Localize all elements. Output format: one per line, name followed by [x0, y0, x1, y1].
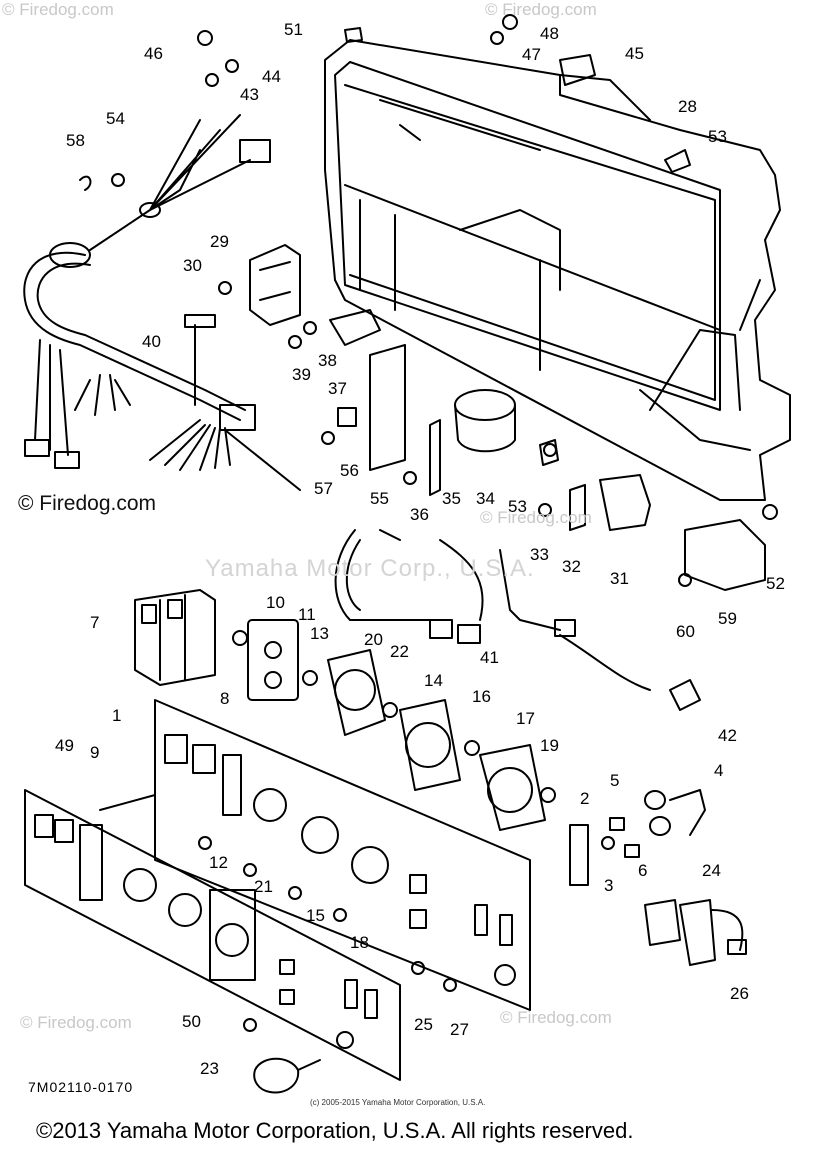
firedog-watermark-mid: © Firedog.com — [480, 508, 592, 527]
part-label: 14 — [424, 671, 443, 690]
component-29 — [249, 244, 301, 326]
part-label: 18 — [350, 933, 369, 952]
part-label: 57 — [314, 479, 333, 498]
firedog-watermark-top-right: © Firedog.com — [485, 0, 597, 19]
part-label: 38 — [318, 351, 337, 370]
part-label: 21 — [254, 877, 273, 896]
part-label: 33 — [530, 545, 549, 564]
part-label: 15 — [306, 906, 325, 925]
part-label: 32 — [562, 557, 581, 576]
diagram-code: 7M02110-0170 — [28, 1079, 134, 1095]
part-label: 56 — [340, 461, 359, 480]
part-label: 40 — [142, 332, 161, 351]
part-label: 54 — [106, 109, 125, 128]
part-label: 45 — [625, 44, 644, 63]
part-label: 11 — [298, 605, 316, 624]
part-label: 41 — [480, 648, 499, 667]
small-copyright: (c) 2005-2015 Yamaha Motor Corporation, … — [310, 1098, 486, 1107]
panel-49 — [24, 789, 401, 1081]
part-label: 13 — [310, 624, 329, 643]
part-label: 12 — [209, 853, 228, 872]
part-label: 19 — [540, 736, 559, 755]
part-label: 6 — [638, 861, 648, 880]
part-label: 23 — [200, 1059, 219, 1078]
firedog-watermark-bottom-right: © Firedog.com — [500, 1008, 612, 1027]
part-label: 26 — [730, 984, 749, 1003]
part-label: 25 — [414, 1015, 433, 1034]
part-label: 47 — [522, 45, 541, 64]
part-label: 7 — [90, 613, 100, 632]
part-label: 60 — [676, 622, 695, 641]
part-label: 58 — [66, 131, 85, 150]
part-label: 30 — [183, 256, 202, 275]
part-label: 4 — [714, 761, 724, 780]
part-label: 10 — [266, 593, 285, 612]
copyright-notice: ©2013 Yamaha Motor Corporation, U.S.A. A… — [36, 1118, 634, 1143]
part-label: 20 — [364, 630, 383, 649]
part-label: 37 — [328, 379, 347, 398]
part-label: 34 — [476, 489, 495, 508]
part-label: 3 — [604, 876, 614, 895]
panel-1 — [154, 699, 531, 1011]
misc-parts — [253, 27, 766, 1094]
yamaha-watermark: Yamaha Motor Corp., U.S.A. — [205, 555, 535, 582]
part-label: 46 — [144, 44, 163, 63]
receptacles — [247, 619, 546, 831]
part-label: 8 — [220, 689, 230, 708]
part-label: 24 — [702, 861, 721, 880]
part-label: 53 — [708, 127, 727, 146]
part-label: 53 — [508, 497, 527, 516]
part-label: 35 — [442, 489, 461, 508]
part-label: 55 — [370, 489, 389, 508]
part-label: 42 — [718, 726, 737, 745]
part-label: 39 — [292, 365, 311, 384]
part-label: 22 — [390, 642, 409, 661]
firedog-watermark-top-left: © Firedog.com — [2, 0, 114, 19]
part-label: 49 — [55, 736, 74, 755]
part-label: 44 — [262, 67, 281, 86]
wire-harness-41 — [334, 529, 651, 691]
part-label: 36 — [410, 505, 429, 524]
part-label: 52 — [766, 574, 785, 593]
part-label: 48 — [540, 24, 559, 43]
part-label: 5 — [610, 771, 620, 790]
part-label: 2 — [580, 789, 590, 808]
part-label: 17 — [516, 709, 535, 728]
part-label: 59 — [718, 609, 737, 628]
part-label: 31 — [610, 569, 629, 588]
part-label: 51 — [284, 20, 303, 39]
circuit-breaker-7 — [134, 589, 216, 686]
part-label: 9 — [90, 743, 100, 762]
part-label: 43 — [240, 85, 259, 104]
firedog-watermark: © Firedog.com — [18, 492, 157, 515]
part-label: 29 — [210, 232, 229, 251]
control-box-housing — [324, 39, 791, 501]
part-label: 16 — [472, 687, 491, 706]
part-label: 50 — [182, 1012, 201, 1031]
part-label: 28 — [678, 97, 697, 116]
wire-harness-40 — [23, 114, 301, 491]
firedog-watermark-bottom-left: © Firedog.com — [20, 1013, 132, 1032]
part-label: 27 — [450, 1020, 469, 1039]
part-label: 1 — [112, 706, 122, 725]
